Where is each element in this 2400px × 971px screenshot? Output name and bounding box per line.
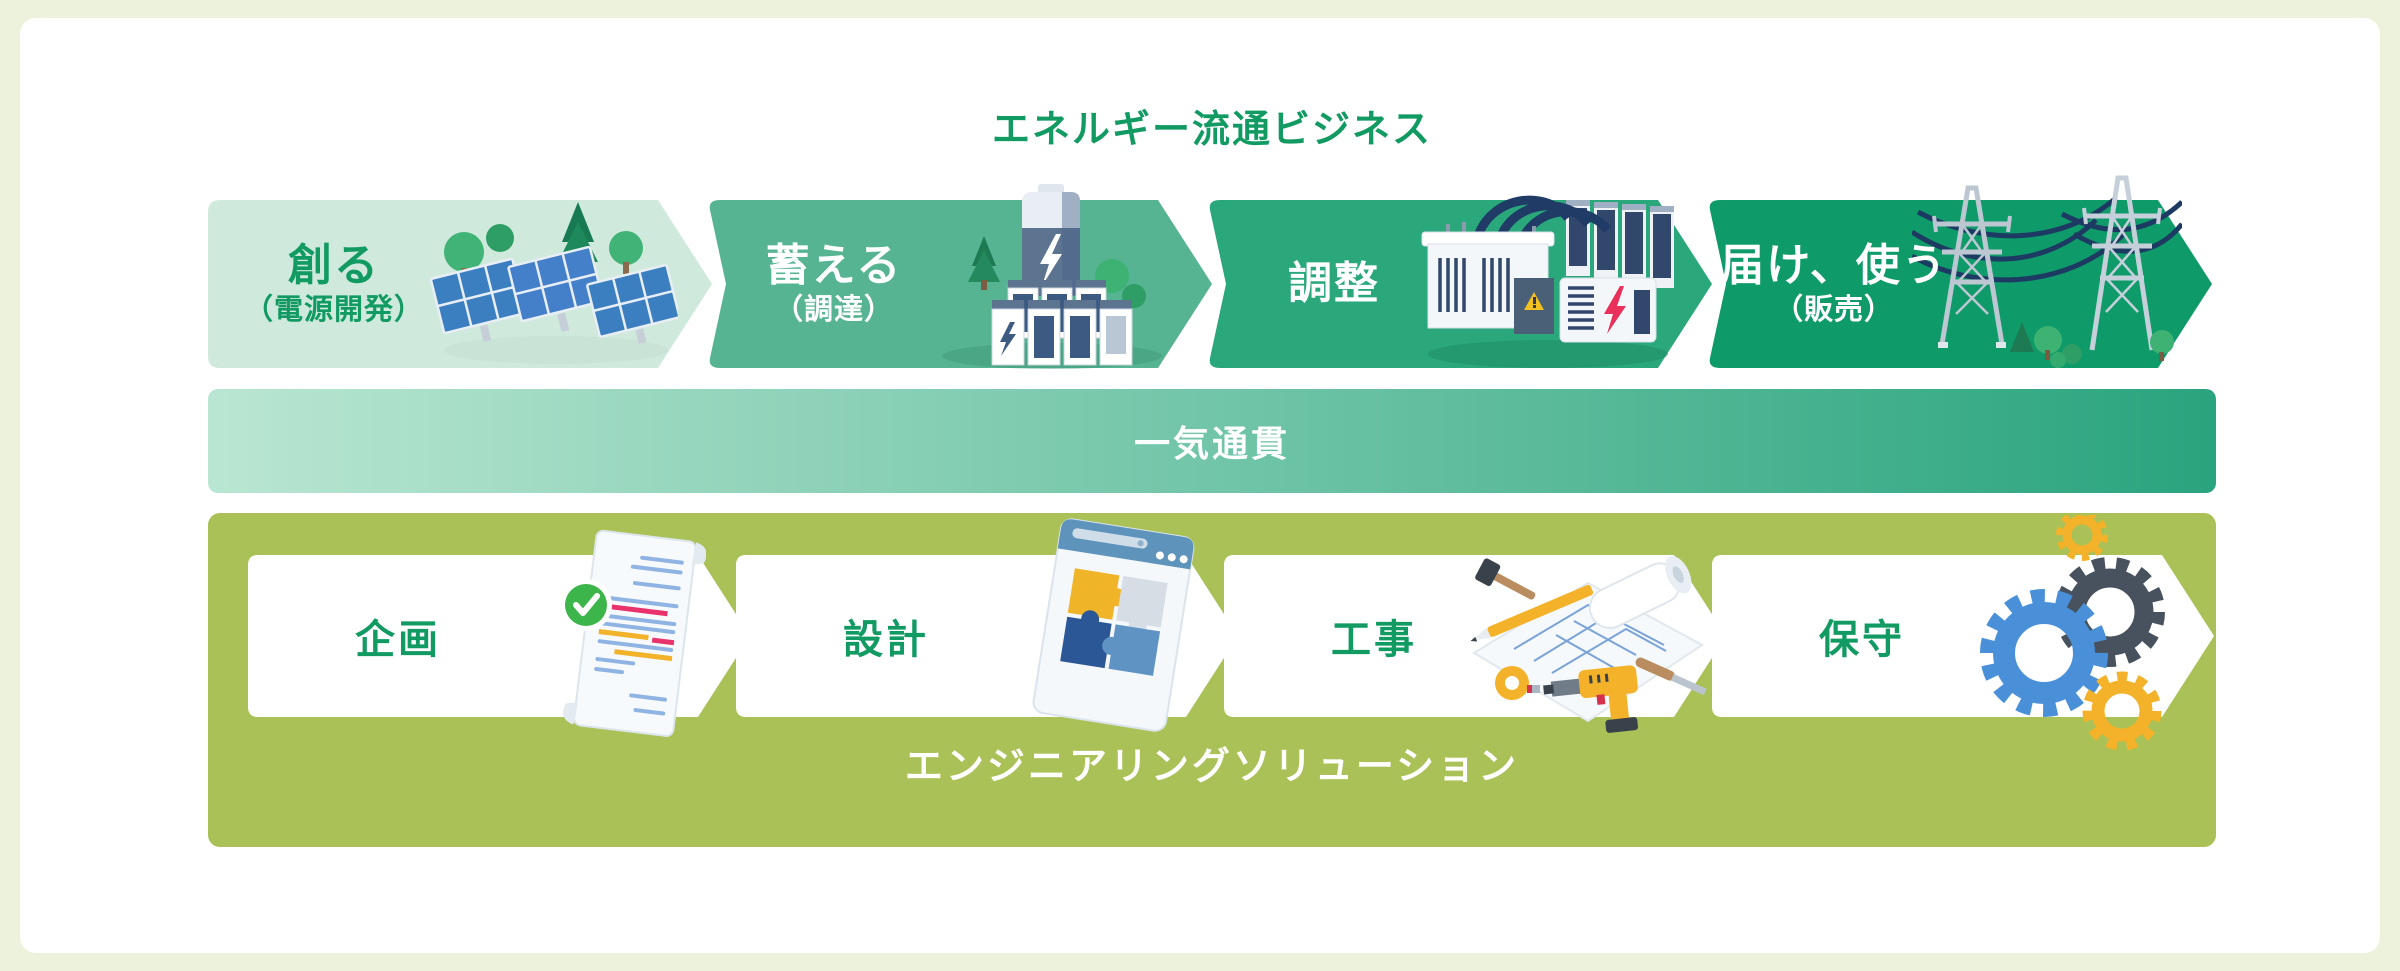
step-label-main: 調整 bbox=[1288, 258, 1380, 308]
integration-band: 一気通貫 bbox=[208, 389, 2216, 493]
engineering-step-design: 設計 bbox=[736, 518, 1238, 732]
step-label-main: 届け、使う bbox=[1720, 241, 1948, 291]
puzzle-browser-icon bbox=[1032, 518, 1195, 732]
battery-storage-icon bbox=[942, 184, 1162, 369]
energy-flow-row: 創る （電源開発） bbox=[208, 175, 2216, 369]
integration-band-shape bbox=[208, 389, 2216, 493]
engineering-panel-label: エンジニアリングソリューション bbox=[904, 746, 1520, 788]
engineering-step-label: 設計 bbox=[843, 618, 929, 662]
energy-step-adjust: 調整 bbox=[1208, 195, 1712, 368]
blueprint-tools-icon bbox=[1470, 556, 1707, 733]
engineering-step-label: 企画 bbox=[355, 618, 441, 662]
step-label-sub: （販売） bbox=[1773, 294, 1894, 326]
document-check-icon bbox=[560, 529, 706, 737]
power-substation-icon bbox=[1421, 195, 1674, 368]
engineering-step-label: 保守 bbox=[1819, 618, 1905, 662]
step-label: 蓄える （調達） bbox=[708, 200, 960, 368]
engineering-step-planning: 企画 bbox=[248, 529, 750, 737]
energy-step-store: 蓄える （調達） bbox=[708, 184, 1212, 369]
step-label: 届け、使う （販売） bbox=[1708, 200, 1960, 368]
integration-band-label: 一気通貫 bbox=[1133, 423, 1290, 464]
step-label-sub: （電源開発） bbox=[243, 294, 424, 326]
energy-step-create: 創る （電源開発） bbox=[208, 200, 712, 368]
step-label-sub: （調達） bbox=[773, 294, 894, 326]
diagram-card: エネルギー流通ビジネス bbox=[20, 18, 2380, 953]
step-label-main: 蓄える bbox=[765, 241, 903, 291]
step-label: 調整 bbox=[1208, 200, 1460, 368]
engineering-step-construction: 工事 bbox=[1224, 555, 1726, 733]
engineering-panel: 企画 bbox=[208, 513, 2216, 847]
page-title: エネルギー流通ビジネス bbox=[991, 109, 1432, 151]
energy-step-deliver: 届け、使う （販売） bbox=[1708, 175, 2212, 368]
step-label-main: 創る bbox=[288, 241, 380, 291]
transmission-towers-icon bbox=[1912, 175, 2182, 368]
diagram-content: エネルギー流通ビジネス bbox=[208, 18, 2216, 953]
solar-panels-icon bbox=[429, 202, 678, 364]
gears-icon bbox=[1980, 515, 2165, 751]
engineering-step-label: 工事 bbox=[1331, 618, 1417, 662]
step-label: 創る （電源開発） bbox=[208, 200, 460, 368]
engineering-step-maintenance: 保守 bbox=[1712, 515, 2214, 751]
engineering-steps-row: 企画 bbox=[248, 515, 2214, 751]
